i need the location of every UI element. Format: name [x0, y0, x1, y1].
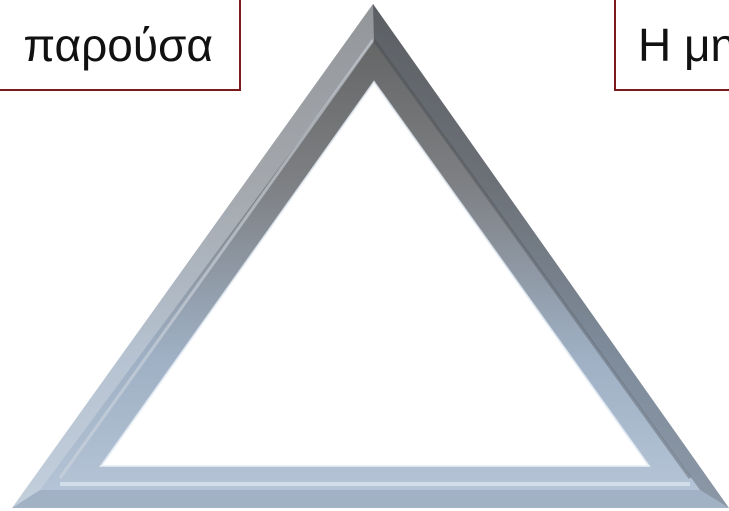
label-left-text: παρούσα — [23, 18, 213, 72]
triangle-bottom-bevel — [12, 490, 729, 508]
label-box-left: παρούσα — [0, 0, 241, 91]
triangle-ridge-right — [374, 40, 690, 478]
label-box-right: Η μη — [614, 0, 729, 91]
triangle-ridge-left — [60, 40, 373, 478]
label-right-text: Η μη — [638, 18, 729, 72]
